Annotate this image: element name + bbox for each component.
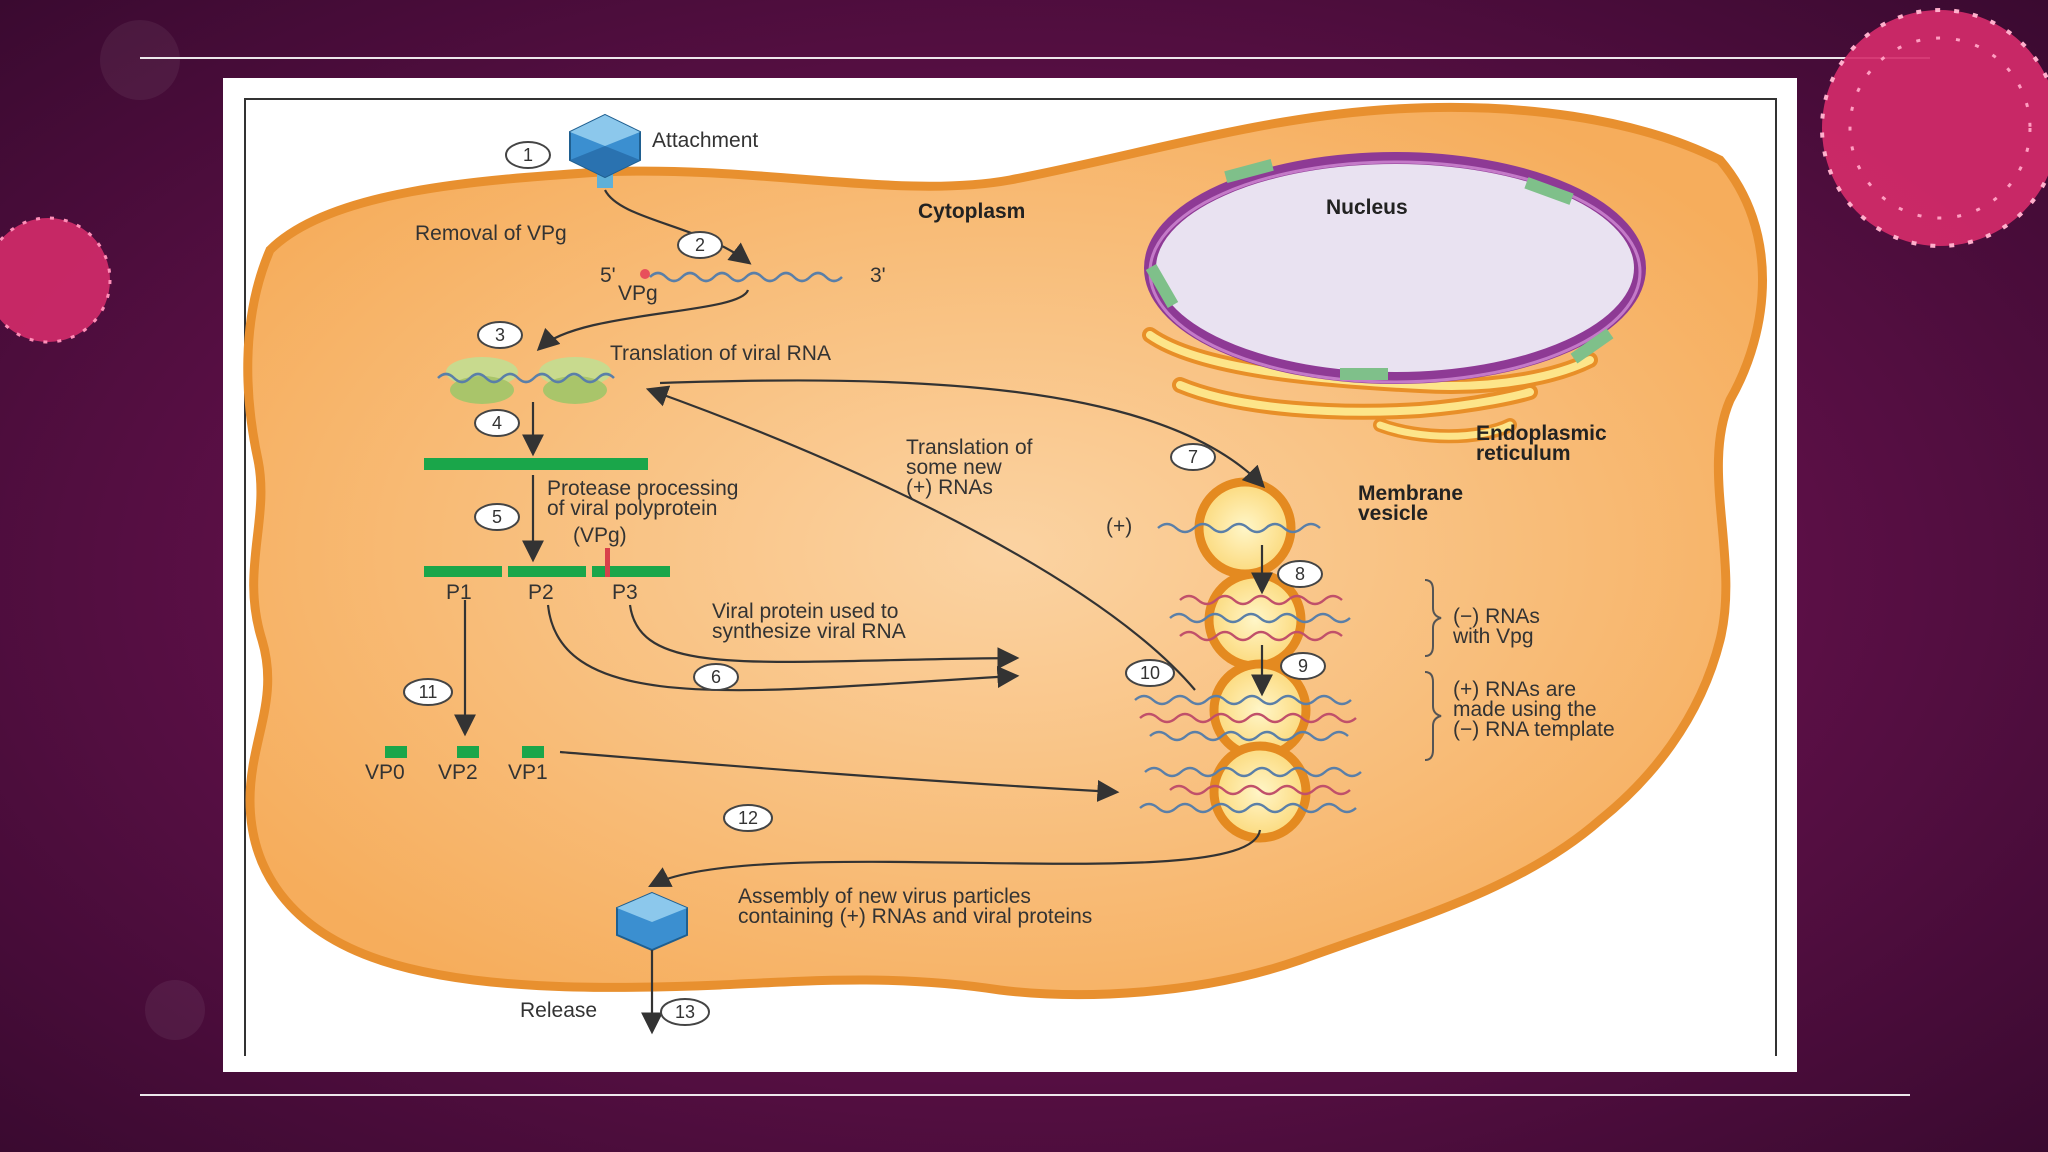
ribosomes [437, 357, 615, 404]
bottom-divider [140, 1094, 1910, 1096]
label-assembly-line1: Assembly of new virus particles [738, 885, 1031, 908]
step-8: 8 [1295, 564, 1305, 584]
label-vp2: VP2 [438, 761, 478, 784]
label-new-rna-line2: some new [906, 456, 1003, 479]
step-5: 5 [492, 507, 502, 527]
label-vpg-paren: (VPg) [573, 524, 627, 547]
step-4: 4 [492, 413, 502, 433]
step-12: 12 [738, 808, 758, 828]
p1-bar [424, 566, 502, 577]
virus-decor-right-icon [1820, 8, 2048, 248]
label-membrane-line1: Membrane [1358, 482, 1463, 505]
label-positive-rna-line1: (+) RNAs are [1453, 678, 1576, 701]
top-divider [140, 57, 1930, 59]
step-10: 10 [1140, 663, 1160, 683]
label-negative-rna-line2: with Vpg [1452, 625, 1534, 648]
label-viral-protein-line2: synthesize viral RNA [712, 620, 906, 643]
virus-particle-icon [569, 113, 641, 188]
vpg-mark [605, 548, 610, 577]
label-assembly-line2: containing (+) RNAs and viral proteins [738, 905, 1092, 928]
label-protease-line1: Protease processing [547, 477, 738, 500]
label-er-line1: Endoplasmic [1476, 422, 1607, 445]
virus-decor-left-icon [0, 216, 112, 344]
label-p1: P1 [446, 581, 472, 604]
label-vp1: VP1 [508, 761, 548, 784]
vp0-bar [385, 746, 407, 758]
step-1: 1 [523, 145, 533, 165]
label-positive-rna-line2: made using the [1453, 698, 1597, 721]
label-removal-vpg: Removal of VPg [415, 222, 567, 245]
label-positive-rna-line3: (−) RNA template [1453, 718, 1615, 741]
diagram-frame [244, 98, 1777, 1056]
nucleus [1144, 152, 1646, 384]
label-nucleus: Nucleus [1326, 196, 1408, 219]
label-er-line2: reticulum [1476, 442, 1571, 465]
viral-rna-strand [640, 269, 843, 283]
label-new-rna-line3: (+) RNAs [906, 476, 993, 499]
vp2-bar [457, 746, 479, 758]
step-7: 7 [1188, 447, 1198, 467]
p2-bar [508, 566, 586, 577]
vp1-bar [522, 746, 544, 758]
p3-bar [592, 566, 670, 577]
label-release: Release [520, 999, 597, 1022]
label-protease-line2: of viral polyprotein [547, 497, 717, 520]
braces [1424, 579, 1442, 761]
label-p2: P2 [528, 581, 554, 604]
step-9: 9 [1298, 656, 1308, 676]
label-attachment: Attachment [652, 129, 758, 152]
step-13: 13 [675, 1002, 695, 1022]
label-three-prime: 3' [870, 264, 886, 287]
label-vp0: VP0 [365, 761, 405, 784]
pathway-arrows [454, 189, 1273, 1035]
label-vpg: VPg [618, 282, 658, 305]
step-3: 3 [495, 325, 505, 345]
label-five-prime: 5' [600, 264, 616, 287]
label-translation: Translation of viral RNA [610, 342, 831, 365]
label-cytoplasm: Cytoplasm [918, 200, 1025, 223]
label-negative-rna-line1: (−) RNAs [1453, 605, 1540, 628]
step-2: 2 [695, 235, 705, 255]
polyprotein-bar [424, 458, 648, 470]
step-6: 6 [711, 667, 721, 687]
label-p3: P3 [612, 581, 638, 604]
step-11: 11 [419, 682, 438, 702]
label-viral-protein-line1: Viral protein used to [712, 600, 898, 623]
label-new-rna-line1: Translation of [906, 436, 1033, 459]
label-plus: (+) [1106, 515, 1132, 538]
membrane-vesicles [1134, 477, 1362, 843]
label-membrane-line2: vesicle [1358, 502, 1428, 525]
endoplasmic-reticulum [1142, 327, 1598, 444]
step-markers: 1 2 3 4 5 6 7 8 9 10 11 12 13 [403, 141, 1326, 1026]
